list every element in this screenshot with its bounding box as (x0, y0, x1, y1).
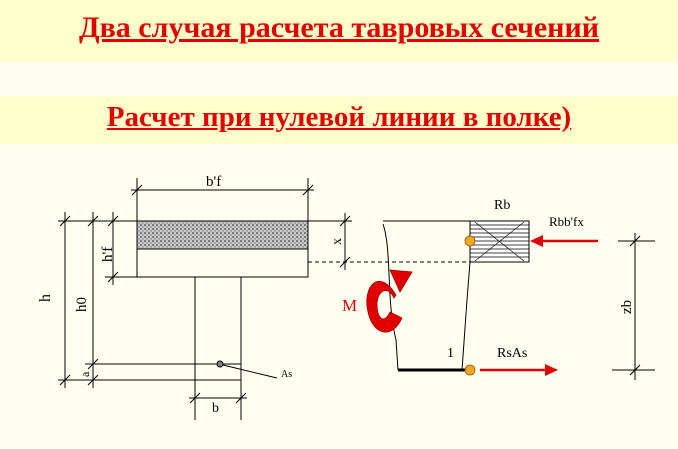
label-lever-arm: zb (619, 300, 635, 314)
label-index-one: 1 (447, 346, 454, 361)
steel-resultant-point (464, 364, 476, 376)
concrete-force-arrowhead (530, 235, 543, 247)
force-arrows (480, 235, 598, 376)
label-moment: M (342, 296, 357, 315)
label-concrete-resultant: Rb (494, 198, 510, 213)
label-flange-width: b'f (206, 174, 221, 190)
label-steel-force: RsAs (497, 346, 527, 361)
dim-flange-width (131, 178, 314, 221)
label-flange-height: h'f (100, 247, 116, 262)
concrete-resultant-point (464, 235, 476, 247)
label-steel-area: As (281, 369, 292, 380)
section-right-line (461, 261, 471, 371)
as-leader (222, 364, 278, 379)
dim-lever-arm (612, 233, 655, 380)
steel-force-arrowhead (545, 364, 558, 376)
dim-left (58, 212, 195, 388)
label-total-height: h (37, 294, 54, 302)
t-section (136, 220, 309, 381)
label-web-width: b (212, 401, 219, 416)
label-compressed-zone: x (330, 238, 345, 245)
label-concrete-force: Rbb'fx (549, 214, 584, 229)
moment-arrow (366, 269, 413, 333)
page-title: Два случая расчета тавровых сечений (78, 11, 600, 44)
compression-hatch (470, 221, 529, 262)
rebar-point (216, 360, 224, 368)
dim-web-width (189, 380, 247, 420)
dim-compressed-zone (308, 213, 352, 270)
label-effective-height: h0 (74, 297, 90, 312)
label-cover: a (78, 371, 92, 377)
subtitle-banner (0, 96, 678, 144)
title-banner (0, 0, 678, 62)
compressed-flange-zone (136, 220, 309, 250)
section-left-curve (382, 223, 399, 371)
force-diagram (382, 220, 530, 372)
page-subtitle: Расчет при нулевой линии в полке) (106, 101, 572, 133)
